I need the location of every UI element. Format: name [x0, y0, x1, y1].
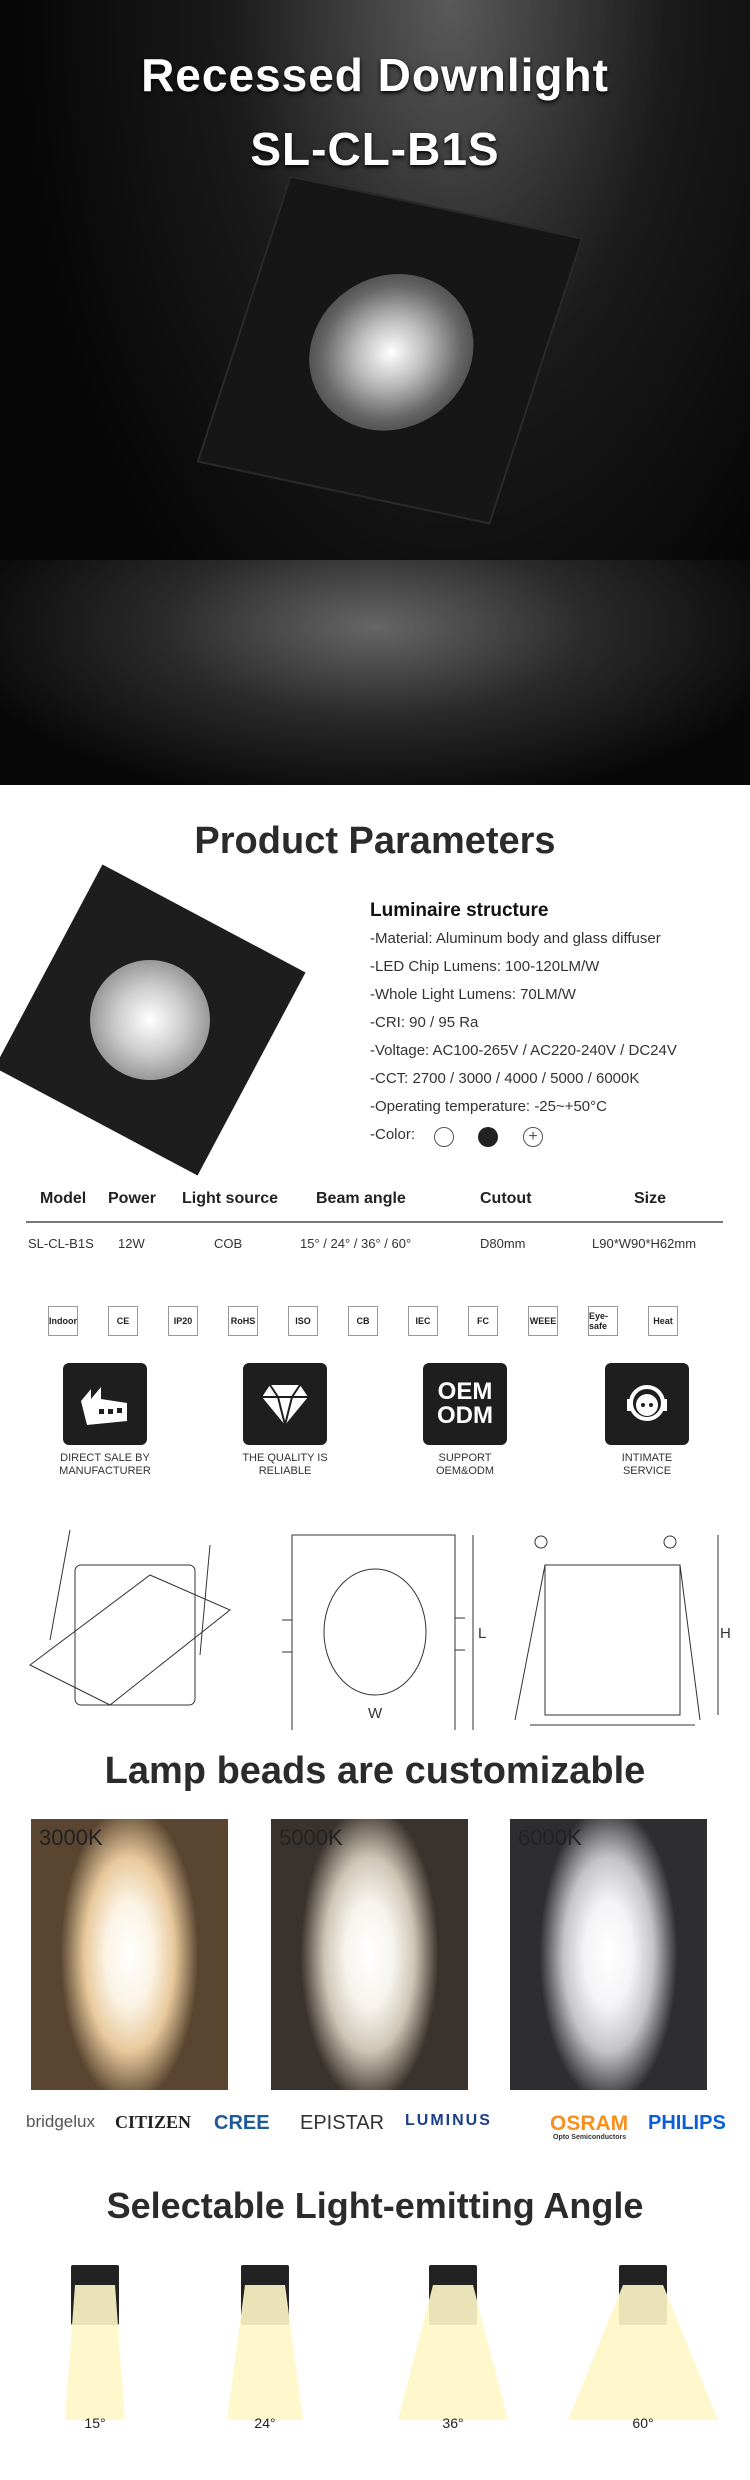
table-header: Beam angle — [316, 1190, 406, 1207]
table-cell: D80mm — [480, 1236, 526, 1251]
angle-label: 36° — [442, 2415, 464, 2431]
param-line: -CCT: 2700 / 3000 / 4000 / 5000 / 6000K — [370, 1070, 640, 1087]
light-cone — [398, 2285, 508, 2420]
table-cell: SL-CL-B1S — [28, 1236, 94, 1251]
cert-icon-weee: WEEE — [528, 1306, 558, 1336]
hero-product-image — [196, 175, 584, 525]
cert-icon-iec: IEC — [408, 1306, 438, 1336]
table-header: Cutout — [480, 1190, 532, 1207]
brand-citizen: CITIZEN — [115, 2112, 192, 2132]
diamond-icon — [243, 1363, 327, 1445]
brand-cree: CREE — [214, 2112, 270, 2134]
table-header: Model — [40, 1190, 87, 1207]
param-line: -LED Chip Lumens: 100-120LM/W — [370, 958, 600, 975]
brand-osram: OSRAM — [550, 2112, 629, 2135]
light-cone — [568, 2285, 718, 2420]
customer-service-icon — [605, 1363, 689, 1445]
cert-icon-eye-safe: Eye-safe — [588, 1306, 618, 1336]
cert-icon-ce: CE — [108, 1306, 138, 1336]
odm-text: ODM — [437, 1402, 493, 1429]
color-label: -Color: — [370, 1126, 416, 1143]
cert-icon-fc: FC — [468, 1306, 498, 1336]
cert-icon-ip20: IP20 — [168, 1306, 198, 1336]
table-cell: 12W — [118, 1236, 145, 1251]
length-label: L — [478, 1625, 486, 1642]
product-image — [0, 864, 306, 1176]
feature-label: INTIMATE SERVICE — [621, 1452, 673, 1477]
cct-5000k-panel: 5000K — [271, 1819, 468, 2090]
table-cell: L90*W90*H62mm — [592, 1236, 697, 1251]
param-line: -Material: Aluminum body and glass diffu… — [370, 930, 661, 947]
param-line: -Operating temperature: -25~+50°C — [370, 1098, 607, 1115]
cct-label: 5000K — [279, 1825, 343, 1850]
parameters-title: Product Parameters — [194, 820, 556, 862]
cert-icon-iso: ISO — [288, 1306, 318, 1336]
brand-epistar: EPISTAR — [300, 2112, 385, 2134]
width-label: W — [368, 1705, 383, 1722]
brand-osram-sub: Opto Semiconductors — [553, 2134, 627, 2141]
angle-label: 60° — [632, 2415, 654, 2431]
feature-label: DIRECT SALE BY MANUFACTURER — [59, 1452, 151, 1477]
cct-label: 3000K — [39, 1825, 103, 1850]
cct-6000k-panel: 6000K — [510, 1819, 707, 2090]
hero-banner: Recessed Downlight SL-CL-B1S — [0, 0, 750, 785]
feature-label: SUPPORT OEM&ODM — [435, 1452, 495, 1477]
cct-label: 6000K — [518, 1825, 582, 1850]
table-header: Size — [634, 1190, 667, 1207]
color-custom-icon: + — [523, 1127, 543, 1147]
table-cell: COB — [214, 1236, 243, 1251]
dimension-drawings: W L H — [29, 1529, 731, 1730]
param-line: -Voltage: AC100-265V / AC220-240V / DC24… — [370, 1042, 677, 1059]
brand-bridgelux: bridgelux — [26, 2112, 95, 2131]
factory-icon — [63, 1363, 147, 1445]
angles-title: Selectable Light-emitting Angle — [106, 2185, 644, 2226]
wet-floor — [0, 560, 750, 785]
color-white-swatch — [434, 1127, 454, 1147]
param-heading: Luminaire structure — [370, 900, 549, 921]
table-divider — [26, 1221, 723, 1223]
brand-luminus: LUMINUS — [405, 2112, 492, 2129]
oem-text: OEM — [437, 1378, 493, 1405]
table-cell: 15° / 24° / 36° / 60° — [300, 1236, 412, 1251]
param-line: -CRI: 90 / 95 Ra — [370, 1014, 479, 1031]
feature-label: THE QUALITY IS RELIABLE — [242, 1452, 328, 1477]
cert-icon-rohs: RoHS — [228, 1306, 258, 1336]
angle-label: 24° — [254, 2415, 276, 2431]
angle-label: 15° — [84, 2415, 106, 2431]
beads-title: Lamp beads are customizable — [104, 1750, 646, 1792]
cert-icon-heat: Heat — [648, 1306, 678, 1336]
light-cone — [227, 2285, 303, 2420]
cct-3000k-panel: 3000K — [31, 1819, 228, 2090]
light-cone — [65, 2285, 125, 2420]
hero-title: Recessed Downlight — [141, 49, 609, 101]
hero-model: SL-CL-B1S — [250, 123, 500, 175]
cert-icon-cb: CB — [348, 1306, 378, 1336]
table-header: Power — [108, 1190, 157, 1207]
table-header: Light source — [182, 1190, 279, 1207]
color-black-swatch — [478, 1127, 498, 1147]
param-line: -Whole Light Lumens: 70LM/W — [370, 986, 576, 1003]
brand-philips: PHILIPS — [648, 2112, 726, 2134]
cert-icon-indoor: Indoor — [48, 1306, 78, 1336]
height-label: H — [720, 1625, 731, 1642]
